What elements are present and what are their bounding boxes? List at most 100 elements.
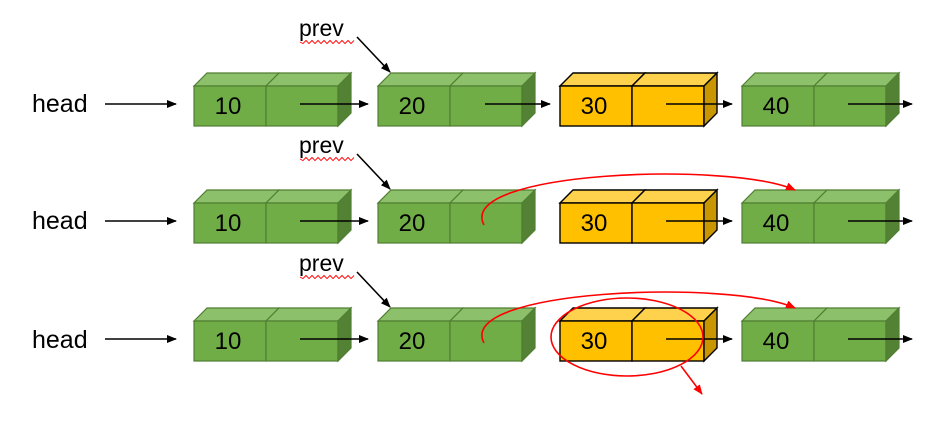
cell-top-face — [812, 189, 901, 204]
pointer-cell — [631, 85, 705, 127]
data-cell — [193, 202, 267, 244]
spellcheck-underline — [299, 274, 355, 280]
cell-side-face — [885, 306, 900, 363]
cell-top-face — [376, 189, 465, 204]
spellcheck-underline — [299, 39, 355, 45]
cell-top-face — [192, 72, 281, 87]
node-value: 30 — [581, 328, 608, 355]
node-value: 40 — [763, 210, 790, 237]
pointer-cell — [265, 85, 339, 127]
pointer-cell — [813, 85, 887, 127]
node-row3-4: 40 — [740, 306, 901, 363]
prev-label: prev — [299, 15, 344, 41]
cell-top-face — [264, 72, 353, 87]
cell-top-face — [630, 72, 719, 87]
cell-side-face — [337, 71, 352, 128]
node-box — [192, 306, 353, 363]
node-box — [740, 306, 901, 363]
data-cell — [741, 320, 815, 362]
node-box — [558, 188, 719, 245]
cell-side-face — [703, 306, 718, 363]
node-row2-1: 10 — [192, 188, 353, 245]
node-box — [740, 71, 901, 128]
node-row2-2: 20 — [376, 188, 537, 245]
data-cell — [377, 202, 451, 244]
prev-label: prev — [299, 132, 344, 158]
node-box — [558, 306, 719, 363]
head-label: head — [32, 90, 88, 118]
cell-side-face — [521, 188, 536, 245]
data-cell — [559, 85, 633, 127]
data-cell — [559, 202, 633, 244]
pointer-cell — [631, 202, 705, 244]
bypass-link-arrow — [481, 173, 796, 226]
node-value: 40 — [763, 93, 790, 120]
node-value: 30 — [581, 210, 608, 237]
cell-top-face — [558, 189, 647, 204]
cell-top-face — [812, 307, 901, 322]
node-row3-1: 10 — [192, 306, 353, 363]
node-row2-4: 40 — [740, 188, 901, 245]
node-row3-3: 30 — [558, 306, 719, 363]
node-value: 30 — [581, 93, 608, 120]
node-box — [376, 188, 537, 245]
cell-side-face — [885, 188, 900, 245]
node-row1-3: 30 — [558, 71, 719, 128]
cell-top-face — [740, 72, 829, 87]
cell-top-face — [192, 189, 281, 204]
node-row1-1: 10 — [192, 71, 353, 128]
cell-top-face — [376, 72, 465, 87]
cell-side-face — [703, 188, 718, 245]
arrows-layer — [105, 36, 913, 395]
head-label: head — [32, 207, 88, 235]
node-value: 20 — [399, 93, 426, 120]
data-cell — [741, 202, 815, 244]
cell-top-face — [264, 189, 353, 204]
cell-top-face — [376, 307, 465, 322]
bypass-link-arrow — [481, 291, 796, 344]
pointer-cell — [813, 202, 887, 244]
node-value: 20 — [399, 328, 426, 355]
pointer-cell — [449, 202, 523, 244]
cell-side-face — [337, 188, 352, 245]
pointer-cell — [449, 320, 523, 362]
cell-top-face — [740, 189, 829, 204]
cell-top-face — [448, 72, 537, 87]
head-label: head — [32, 326, 88, 354]
cell-top-face — [812, 72, 901, 87]
cell-top-face — [740, 307, 829, 322]
spellcheck-underline — [299, 156, 355, 162]
cell-top-face — [264, 307, 353, 322]
cell-side-face — [337, 306, 352, 363]
node-row1-2: 20 — [376, 71, 537, 128]
node-value: 40 — [763, 328, 790, 355]
cell-side-face — [521, 306, 536, 363]
pointer-cell — [631, 320, 705, 362]
node-box — [192, 188, 353, 245]
removed-node-circle — [550, 297, 704, 377]
pointer-cell — [813, 320, 887, 362]
node-row1-4: 40 — [740, 71, 901, 128]
node-box — [192, 71, 353, 128]
row-3: head prev 10 20 30 40 — [32, 250, 901, 363]
cell-top-face — [192, 307, 281, 322]
cell-top-face — [630, 307, 719, 322]
prev-label: prev — [299, 250, 344, 276]
pointer-cell — [265, 202, 339, 244]
row-2: head prev 10 20 30 40 — [32, 132, 901, 245]
node-row3-2: 20 — [376, 306, 537, 363]
freed-node-arrow — [680, 365, 703, 395]
node-box — [376, 71, 537, 128]
data-cell — [377, 320, 451, 362]
node-value: 10 — [215, 210, 242, 237]
cell-top-face — [630, 189, 719, 204]
node-value: 10 — [215, 328, 242, 355]
node-box — [376, 306, 537, 363]
cell-side-face — [521, 71, 536, 128]
row-1: head prev 10 20 30 40 — [32, 15, 901, 128]
node-row2-3: 30 — [558, 188, 719, 245]
cell-side-face — [703, 71, 718, 128]
pointer-cell — [265, 320, 339, 362]
prev-arrow — [356, 153, 391, 190]
